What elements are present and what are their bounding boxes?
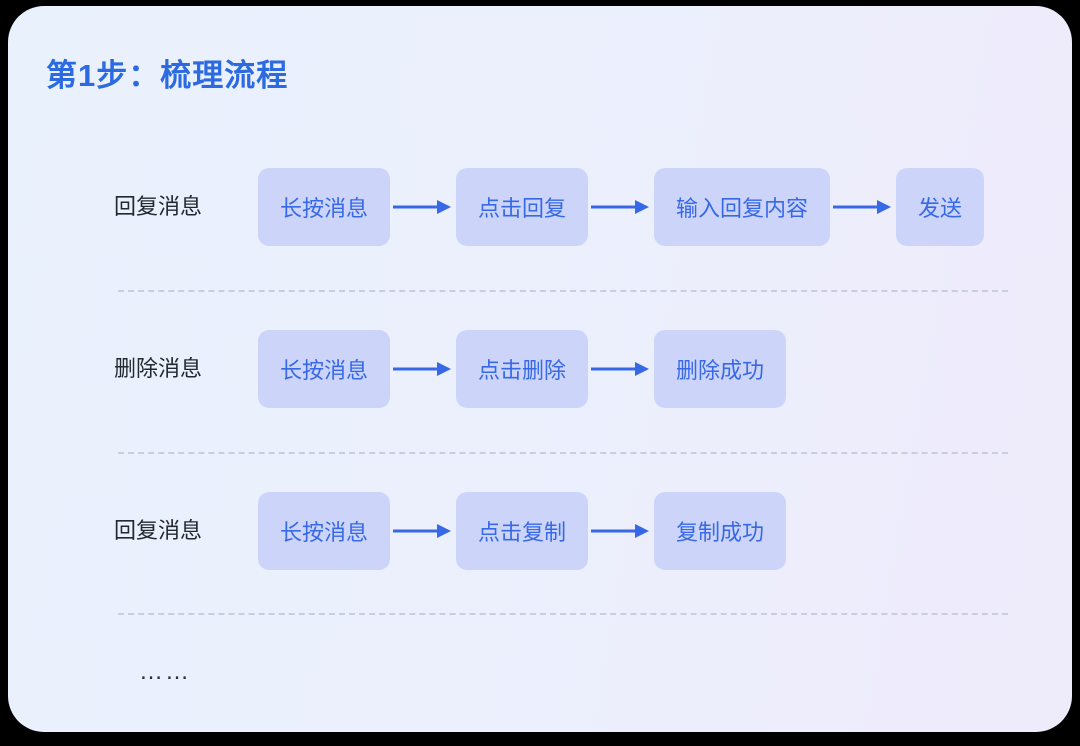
step-box[interactable]: 发送: [896, 168, 985, 246]
row-steps: 长按消息 点击复制 复制成功: [258, 491, 787, 571]
flow-row: 回复消息 长按消息 点击复制 复制成功: [8, 491, 1072, 571]
page-title: 第1步：梳理流程: [46, 58, 289, 93]
arrow-right-icon: [390, 168, 456, 246]
step-box[interactable]: 点击删除: [456, 330, 589, 408]
flow-row: 回复消息 长按消息 点击回复 输入回复内容 发送: [8, 167, 1072, 247]
arrow-right-icon: [588, 168, 654, 246]
step-box[interactable]: 长按消息: [258, 168, 391, 246]
step-box[interactable]: 长按消息: [258, 330, 391, 408]
arrow-right-icon: [588, 492, 654, 570]
ellipsis-more: ……: [139, 658, 191, 685]
row-divider: [118, 290, 1008, 292]
row-divider: [118, 452, 1008, 454]
flow-row: 删除消息 长按消息 点击删除 删除成功: [8, 329, 1072, 409]
arrow-right-icon: [390, 330, 456, 408]
row-steps: 长按消息 点击删除 删除成功: [258, 329, 787, 409]
step-box[interactable]: 点击复制: [456, 492, 589, 570]
flow-card: 第1步：梳理流程 回复消息 长按消息 点击回复 输入回复内容 发送 删除消息 长…: [8, 6, 1072, 732]
step-box[interactable]: 复制成功: [654, 492, 787, 570]
step-box[interactable]: 点击回复: [456, 168, 589, 246]
step-box[interactable]: 删除成功: [654, 330, 787, 408]
step-box[interactable]: 输入回复内容: [654, 168, 831, 246]
row-label: 删除消息: [114, 356, 203, 381]
row-steps: 长按消息 点击回复 输入回复内容 发送: [258, 167, 985, 247]
arrow-right-icon: [588, 330, 654, 408]
arrow-right-icon: [830, 168, 896, 246]
arrow-right-icon: [390, 492, 456, 570]
step-box[interactable]: 长按消息: [258, 492, 391, 570]
row-label: 回复消息: [114, 194, 203, 219]
row-label: 回复消息: [114, 518, 203, 543]
row-divider: [118, 613, 1008, 615]
